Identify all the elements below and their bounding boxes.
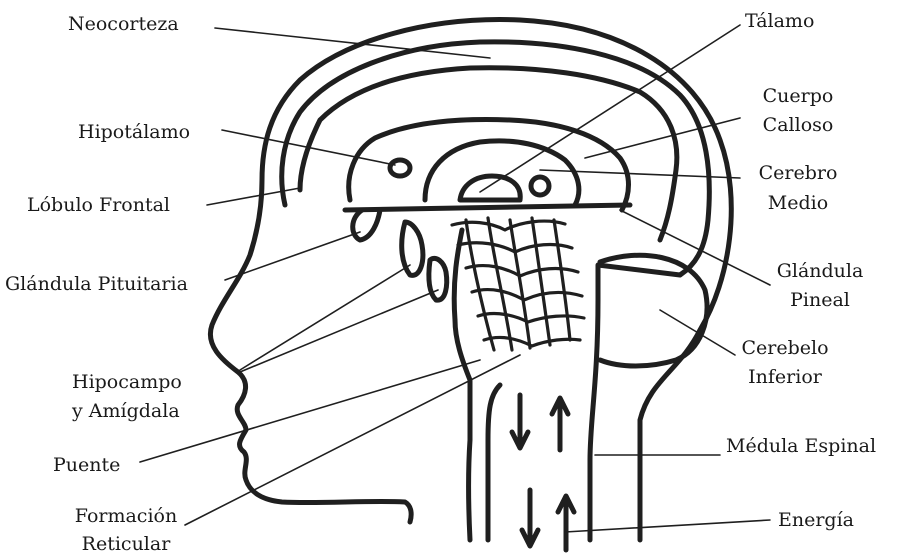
label-glandula-pineal-2: Pineal [770,289,870,311]
label-talamo: Tálamo [745,10,814,32]
hypothalamus [390,160,410,176]
head-outline [455,320,470,540]
label-energia: Energía [778,509,854,531]
label-lobulo-frontal: Lóbulo Frontal [27,194,170,216]
amygdala [429,258,447,300]
label-neocorteza: Neocorteza [68,13,179,35]
label-cerebro-medio-1: Cerebro [748,162,848,184]
reticular-formation [452,218,584,350]
label-cuerpo-calloso-2: Calloso [748,114,848,136]
label-cerebelo-inferior-1: Cerebelo [735,337,835,359]
pineal-gland [531,177,549,195]
label-formacion-reticular-2: Reticular [68,533,184,555]
thalamus [460,176,520,200]
label-formacion-reticular-1: Formación [68,505,184,527]
label-hipocampo-2: y Amígdala [72,400,180,422]
label-hipocampo-1: Hipocampo [72,371,182,393]
label-puente: Puente [53,454,120,476]
pituitary-gland [353,210,380,240]
label-cerebelo-inferior-2: Inferior [735,366,835,388]
label-cuerpo-calloso-1: Cuerpo [748,85,848,107]
label-medula-espinal: Médula Espinal [726,435,876,457]
spinal-cord-left [488,385,500,540]
midbrain-line [345,205,630,210]
label-cerebro-medio-2: Medio [748,192,848,214]
thalamus-arch [425,141,579,205]
label-glandula-pineal-1: Glándula [770,260,870,282]
energy-arrows [512,395,574,550]
label-glandula-pituitaria: Glándula Pituitaria [5,273,188,295]
label-hipotalamo: Hipotálamo [78,121,190,143]
